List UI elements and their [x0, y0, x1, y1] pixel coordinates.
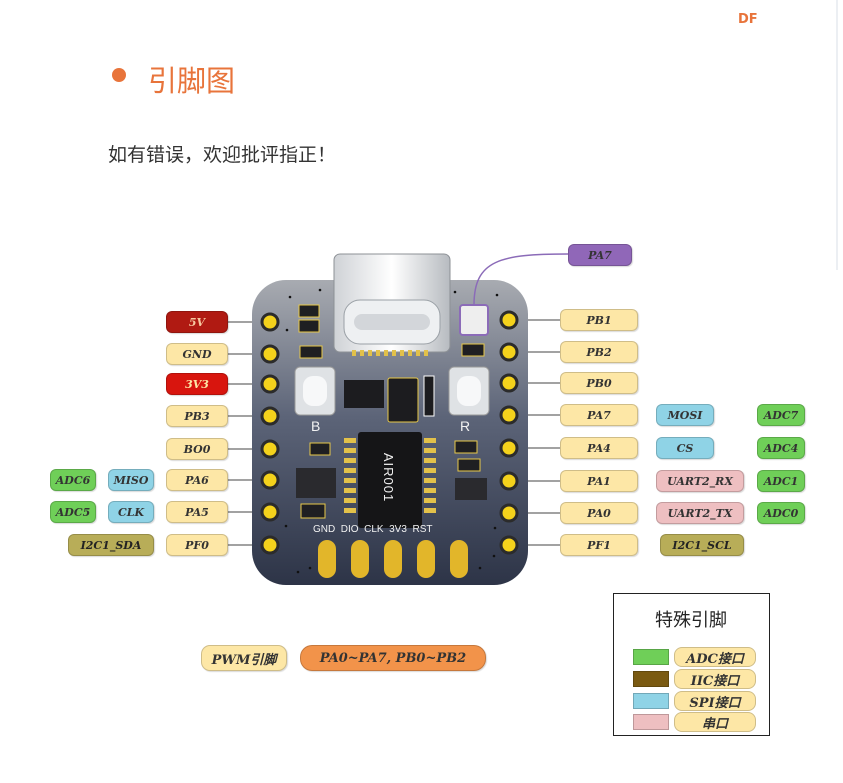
legend-title: 特殊引脚: [655, 610, 727, 631]
legend-label-uart: 串口: [674, 712, 756, 732]
func-label-uart2-rx: UART2_RX: [656, 470, 744, 492]
pin-label-pa6: PA6: [166, 469, 228, 491]
led-pin-label: PA7: [568, 244, 632, 266]
pwm-range: PA0~PA7, PB0~PB2: [300, 645, 486, 671]
pin-label-pb3: PB3: [166, 405, 228, 427]
pin-label-pa5: PA5: [166, 501, 228, 523]
chip-label: AIR001: [381, 452, 397, 503]
mcu-chip: [358, 432, 422, 528]
legend: 特殊引脚 ADC接口 IIC接口 SPI接口 串口: [613, 593, 770, 736]
pin-label-pa1: PA1: [560, 470, 638, 492]
notice-text: 如有错误，欢迎批评指正！: [108, 144, 337, 166]
func-label-mosi: MOSI: [656, 404, 714, 426]
pin-label-3v3: 3V3: [166, 373, 228, 395]
func-label-miso: MISO: [108, 469, 154, 491]
led-component: [459, 304, 489, 336]
func-label-i2c1-sda: I2C1_SDA: [68, 534, 154, 556]
bullet-icon: [112, 68, 126, 82]
pin-label-5v: 5V: [166, 311, 228, 333]
pin-label-pb0: PB0: [560, 372, 638, 394]
func-label-uart2-tx: UART2_TX: [656, 502, 744, 524]
pin-label-pb2: PB2: [560, 341, 638, 363]
func-label-adc4: ADC4: [757, 437, 805, 459]
legend-swatch-iic: [633, 671, 669, 687]
func-label-clk: CLK: [108, 501, 154, 523]
pin-label-pb1: PB1: [560, 309, 638, 331]
brand-logo: DF: [738, 12, 758, 27]
button-r-label: R: [460, 418, 471, 434]
pin-label-gnd: GND: [166, 343, 228, 365]
pin-label-pf0: PF0: [166, 534, 228, 556]
pin-label-pa0: PA0: [560, 502, 638, 524]
button-b-label: B: [311, 418, 321, 434]
bottom-pin-labels: GND DIO CLK 3V3 RST: [313, 524, 433, 535]
led-leader-line: [473, 253, 569, 306]
func-label-adc0: ADC0: [757, 502, 805, 524]
legend-swatch-adc: [633, 649, 669, 665]
right-pin-pads: [499, 310, 519, 555]
left-pin-pads: [260, 312, 280, 555]
func-label-i2c1-scl: I2C1_SCL: [660, 534, 744, 556]
pin-label-bo0: BO0: [166, 438, 228, 460]
func-label-adc5: ADC5: [50, 501, 96, 523]
legend-label-iic: IIC接口: [674, 669, 756, 689]
pwm-tag: PWM引脚: [201, 645, 287, 671]
func-label-cs: CS: [656, 437, 714, 459]
legend-label-adc: ADC接口: [674, 647, 756, 667]
func-label-adc6: ADC6: [50, 469, 96, 491]
pin-label-pa4: PA4: [560, 437, 638, 459]
page-title: 引脚图: [148, 64, 236, 98]
pin-label-pa7: PA7: [560, 404, 638, 426]
legend-swatch-uart: [633, 714, 669, 730]
scroll-edge: [836, 0, 838, 270]
legend-swatch-spi: [633, 693, 669, 709]
pin-label-pf1: PF1: [560, 534, 638, 556]
func-label-adc7: ADC7: [757, 404, 805, 426]
bottom-pads: [318, 540, 468, 578]
func-label-adc1: ADC1: [757, 470, 805, 492]
legend-label-spi: SPI接口: [674, 691, 756, 711]
